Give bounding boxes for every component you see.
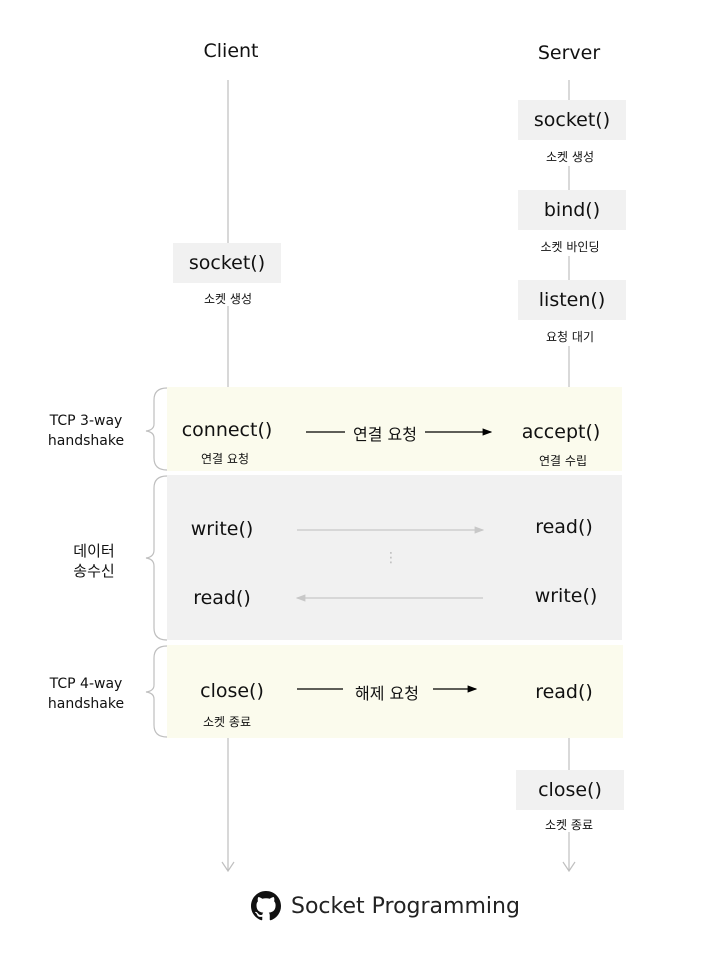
- server-bind-desc: 소켓 바인딩: [540, 240, 600, 254]
- client-socket-box: socket(): [173, 243, 281, 283]
- server-header: Server: [537, 42, 601, 64]
- brace-4way: [145, 645, 168, 738]
- brace-data: [145, 475, 168, 641]
- close-message: 해제 요청: [355, 684, 419, 703]
- footer-title: Socket Programming: [291, 893, 520, 919]
- server-accept-desc: 연결 수립: [539, 454, 587, 468]
- server-socket-box: socket(): [518, 100, 626, 140]
- client-socket-desc: 소켓 생성: [204, 292, 252, 306]
- label-line: handshake: [47, 696, 125, 712]
- client-close-desc: 소켓 종료: [203, 715, 251, 729]
- server-read-close: read(): [535, 681, 593, 703]
- tcp-4way-label: TCP 4-way handshake: [48, 674, 124, 714]
- ellipsis: ⋮: [384, 550, 398, 566]
- tcp-3way-band: [167, 387, 622, 471]
- label-line: 송수신: [73, 562, 115, 580]
- server-listen-box: listen(): [518, 280, 626, 320]
- client-connect: connect(): [181, 419, 273, 441]
- server-socket-desc: 소켓 생성: [546, 150, 594, 164]
- server-close-box: close(): [516, 770, 624, 810]
- client-connect-desc: 연결 요청: [201, 452, 249, 466]
- client-read: read(): [193, 587, 251, 609]
- client-close: close(): [200, 680, 264, 702]
- label-line: 데이터: [73, 542, 115, 560]
- brace-3way: [145, 387, 168, 471]
- server-write: write(): [534, 585, 598, 607]
- client-write: write(): [190, 518, 254, 540]
- server-bind-box: bind(): [518, 190, 626, 230]
- client-header: Client: [203, 40, 259, 62]
- tcp-3way-label: TCP 3-way handshake: [48, 411, 124, 451]
- footer: Socket Programming: [251, 891, 520, 921]
- server-read: read(): [535, 516, 593, 538]
- server-close-desc: 소켓 종료: [545, 818, 593, 832]
- label-line: TCP 4-way: [49, 676, 123, 692]
- server-listen-desc: 요청 대기: [546, 330, 594, 344]
- connect-message: 연결 요청: [353, 425, 417, 444]
- github-icon: [251, 891, 281, 921]
- tcp-4way-band: [167, 645, 623, 738]
- data-transfer-label: 데이터 송수신: [73, 541, 114, 581]
- label-line: handshake: [47, 433, 125, 449]
- label-line: TCP 3-way: [49, 413, 123, 429]
- server-accept: accept(): [521, 421, 601, 443]
- data-transfer-band: [167, 475, 622, 640]
